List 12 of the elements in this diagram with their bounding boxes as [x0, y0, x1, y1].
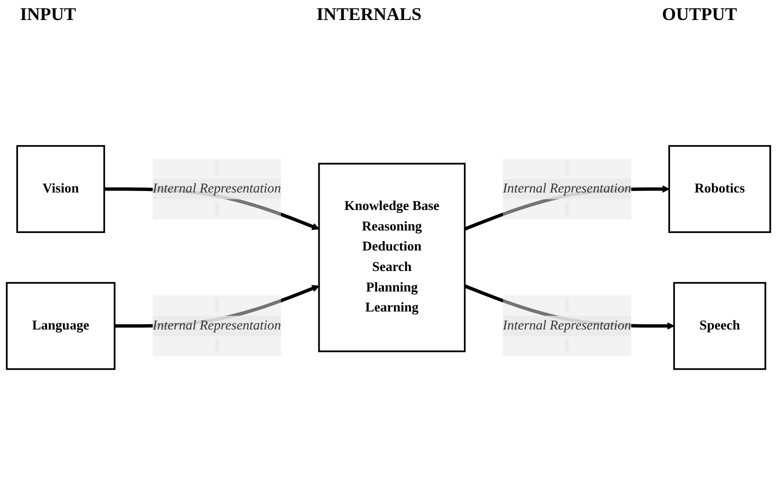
column-heading: OUTPUT	[662, 4, 737, 26]
column-heading: INTERNALS	[316, 4, 422, 26]
edge-label: Internal Representation	[152, 181, 281, 196]
node-box: Language	[6, 282, 116, 370]
edge-label: Internal Representation	[502, 318, 632, 333]
edge-label: Internal Representation	[152, 318, 281, 333]
column-heading: INPUT	[20, 4, 76, 26]
node-box: Vision	[16, 145, 106, 233]
node-box: Speech	[673, 282, 766, 370]
edge-label: Internal Representation	[502, 181, 632, 196]
node-box: Robotics	[668, 145, 772, 233]
node-box: Knowledge Base Reasoning Deduction Search Planning Learning	[318, 162, 466, 352]
